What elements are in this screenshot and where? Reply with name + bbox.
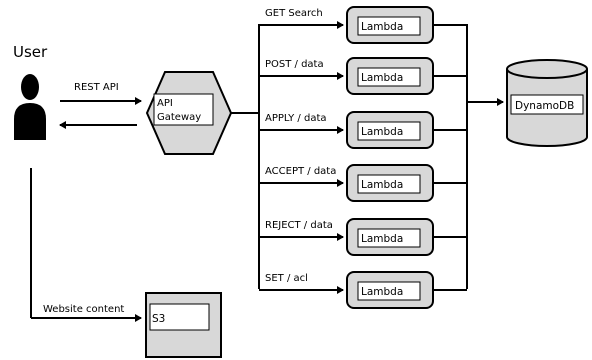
- rest-api-label: REST API: [74, 82, 119, 93]
- api-gateway-label-line2: Gateway: [157, 112, 201, 123]
- lambda-label: Lambda: [361, 179, 403, 191]
- api-gateway-node: API Gateway: [145, 71, 233, 155]
- website-content-label: Website content: [43, 304, 124, 315]
- lambda-label: Lambda: [361, 126, 403, 138]
- api-gateway-label-line1: API: [157, 98, 173, 109]
- rest-api-connection: REST API: [59, 82, 142, 129]
- s3-inner-box: [149, 303, 210, 331]
- dynamodb-cylinder-top: [506, 59, 588, 79]
- s3-label: S3: [152, 313, 165, 325]
- route-label: SET / acl: [265, 273, 308, 284]
- api-gateway-inner-box: [153, 93, 214, 126]
- dynamodb-label: DynamoDB: [515, 100, 574, 112]
- user-node: User: [13, 43, 48, 140]
- lambda-label: Lambda: [361, 21, 403, 33]
- user-icon: [14, 74, 46, 140]
- lambda-label: Lambda: [361, 286, 403, 298]
- lambda-inner-box: [357, 281, 421, 301]
- user-label: User: [13, 43, 48, 61]
- lambda-label: Lambda: [361, 233, 403, 245]
- route-label: REJECT / data: [265, 220, 333, 231]
- website-content-connection: Website content: [30, 168, 142, 322]
- dynamodb-node: DynamoDB: [506, 59, 588, 147]
- route-label: GET Search: [265, 8, 323, 19]
- route-label: ACCEPT / data: [265, 166, 336, 177]
- lambda-label: Lambda: [361, 72, 403, 84]
- lambda-inner-box: [357, 228, 421, 248]
- lambda-inner-box: [357, 121, 421, 141]
- route-label: APPLY / data: [265, 113, 327, 124]
- lambda-inner-box: [357, 67, 421, 87]
- route-label: POST / data: [265, 59, 324, 70]
- dynamodb-inner-box: [510, 94, 584, 115]
- lambda-inner-box: [357, 174, 421, 194]
- s3-node: S3: [145, 292, 222, 358]
- lambda-inner-box: [357, 16, 421, 36]
